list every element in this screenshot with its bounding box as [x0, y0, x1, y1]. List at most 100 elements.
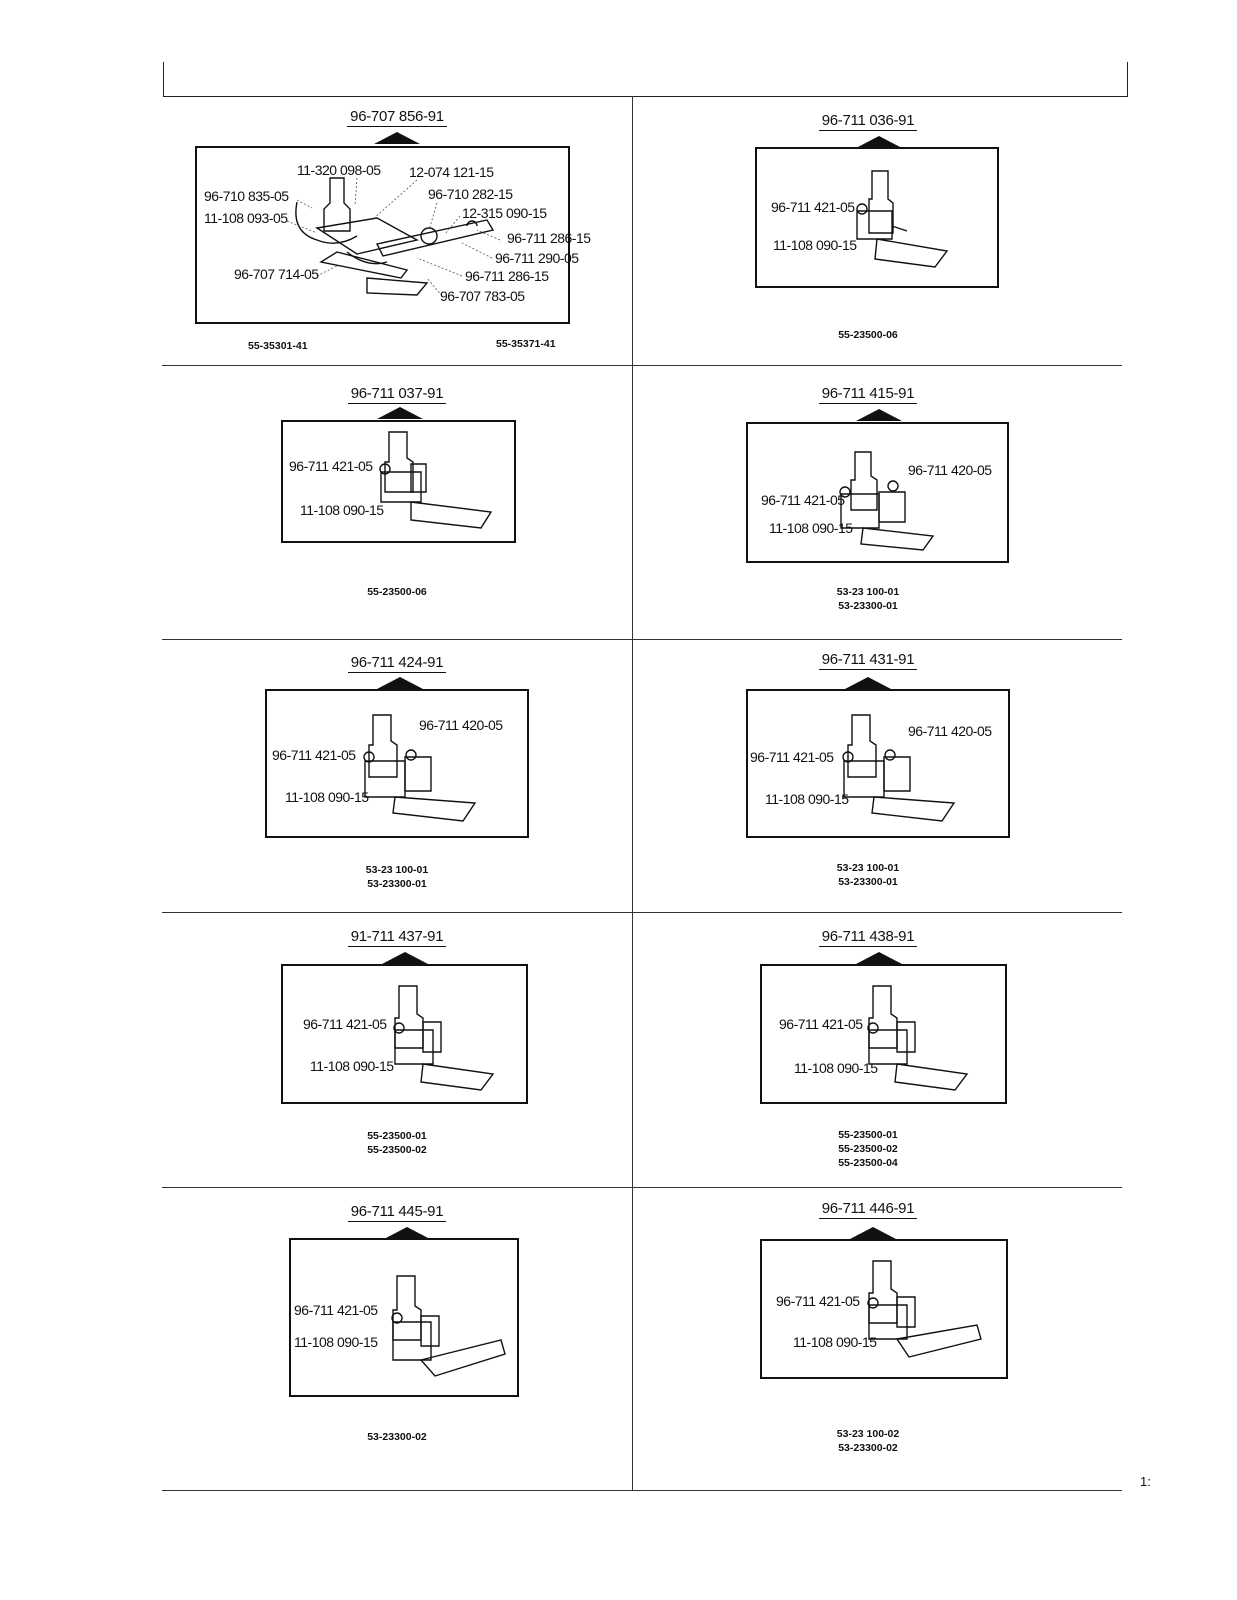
presser-foot-icon [363, 714, 477, 822]
part-label: 96-711 421-05 [294, 1302, 378, 1318]
part-number-title: 96-711 037-91 [162, 385, 632, 404]
part-label: 11-108 090-15 [310, 1058, 394, 1074]
part-label: 96-711 421-05 [761, 492, 845, 508]
row-divider [162, 365, 1122, 366]
part-label: 96-711 286-15 [465, 268, 549, 284]
row-divider [162, 912, 1122, 913]
part-label: 96-711 421-05 [303, 1016, 387, 1032]
machine-codes: 53-23300-02 [367, 1431, 427, 1443]
presser-foot-icon [379, 431, 493, 529]
part-label: 96-710 282-15 [428, 186, 513, 202]
part-label: 11-108 090-15 [793, 1334, 877, 1350]
part-label: 12-074 121-15 [409, 164, 494, 180]
pointer-triangle-icon [382, 952, 428, 964]
part-number-title: 96-711 438-91 [633, 928, 1103, 947]
part-diagram-box: 96-711 420-05 96-711 421-05 11-108 090-1… [746, 422, 1009, 563]
pointer-triangle-icon [850, 1227, 896, 1239]
part-label: 96-711 421-05 [272, 747, 356, 763]
machine-codes: 53-23 100-01 53-23300-01 [836, 862, 900, 888]
part-cell-5: 96-711 424-91 96-711 420-05 96-711 421-0… [162, 639, 632, 912]
part-label: 96-711 421-05 [776, 1293, 860, 1309]
part-diagram-box: 96-711 421-05 11-108 090-15 [760, 964, 1007, 1104]
part-number-title: 96-711 424-91 [162, 654, 632, 673]
part-cell-6: 96-711 431-91 96-711 420-05 96-711 421-0… [633, 639, 1103, 912]
part-diagram-box: 96-711 421-05 11-108 090-15 [755, 147, 999, 288]
part-label: 96-711 286-15 [507, 230, 591, 246]
presser-foot-assembly-icon [286, 177, 501, 297]
part-label: 96-711 421-05 [750, 749, 834, 765]
part-diagram-box: 96-711 420-05 96-711 421-05 11-108 090-1… [265, 689, 529, 838]
part-cell-2: 96-711 036-91 96-711 421-05 11-108 090-1… [633, 96, 1103, 365]
pointer-triangle-icon [856, 136, 902, 148]
part-label: 11-108 090-15 [794, 1060, 878, 1076]
pointer-triangle-icon [856, 952, 902, 964]
machine-codes: 55-23500-01 55-23500-02 [367, 1130, 427, 1156]
part-diagram-box: 96-711 421-05 11-108 090-15 [760, 1239, 1008, 1379]
part-cell-3: 96-711 037-91 96-711 421-05 11-108 090-1… [162, 365, 632, 639]
part-label: 96-711 290-05 [495, 250, 579, 266]
part-label: 11-108 090-15 [285, 789, 369, 805]
part-label: 96-707 714-05 [234, 266, 319, 282]
pointer-triangle-icon [377, 407, 423, 419]
part-label: 96-711 421-05 [289, 458, 373, 474]
part-cell-7: 91-711 437-91 96-711 421-05 11-108 090-1… [162, 912, 632, 1187]
pointer-triangle-icon [374, 132, 420, 144]
row-divider [162, 1187, 1122, 1188]
machine-code: 55-35371-41 [496, 338, 556, 350]
pointer-triangle-icon [384, 1227, 430, 1239]
machine-codes: 53-23 100-01 53-23300-01 [836, 586, 900, 612]
part-label: 96-711 420-05 [419, 717, 503, 733]
part-label: 96-711 421-05 [771, 199, 855, 215]
part-label: 11-108 093-05 [204, 210, 288, 226]
machine-codes: 55-23500-01 55-23500-02 55-23500-04 [838, 1129, 898, 1169]
part-cell-9: 96-711 445-91 96-711 421-05 11-108 090-1… [162, 1187, 632, 1490]
page-header-frame [163, 62, 1128, 97]
pointer-triangle-icon [845, 677, 891, 689]
machine-codes: 53-23 100-02 53-23300-02 [836, 1428, 900, 1454]
page-number: 1: [1140, 1474, 1151, 1489]
part-diagram-box: 11-320 098-05 12-074 121-15 96-710 835-0… [195, 146, 591, 324]
part-label: 96-711 421-05 [779, 1016, 863, 1032]
column-divider [632, 96, 633, 1491]
part-cell-10: 96-711 446-91 96-711 421-05 11-108 090-1… [633, 1187, 1103, 1490]
machine-codes: 53-23 100-01 53-23300-01 [365, 864, 429, 890]
part-number-title: 96-711 445-91 [162, 1203, 632, 1222]
presser-foot-icon [839, 451, 935, 551]
machine-codes: 55-23500-06 [838, 329, 898, 341]
part-label: 12-315 090-15 [462, 205, 547, 221]
part-label: 11-108 090-15 [300, 502, 384, 518]
pointer-triangle-icon [377, 677, 423, 689]
presser-foot-icon [867, 1260, 982, 1358]
part-label: 96-711 420-05 [908, 462, 992, 478]
part-label: 11-108 090-15 [769, 520, 853, 536]
part-label: 96-707 783-05 [440, 288, 525, 304]
part-number-title: 96-711 446-91 [633, 1200, 1103, 1219]
part-cell-1: 96-707 856-91 [162, 96, 632, 365]
part-label: 11-108 090-15 [773, 237, 857, 253]
part-cell-8: 96-711 438-91 96-711 421-05 11-108 090-1… [633, 912, 1103, 1187]
part-number-title: 96-711 415-91 [633, 385, 1103, 404]
presser-foot-icon [391, 1275, 506, 1377]
presser-foot-icon [856, 170, 949, 268]
part-diagram-box: 96-711 421-05 11-108 090-15 [281, 964, 528, 1104]
part-number-title: 96-711 036-91 [633, 112, 1103, 131]
part-number-title: 96-711 431-91 [633, 651, 1103, 670]
part-cell-4: 96-711 415-91 96-711 420-05 96-711 421-0… [633, 365, 1103, 639]
row-divider [162, 1490, 1122, 1491]
part-diagram-box: 96-711 420-05 96-711 421-05 11-108 090-1… [746, 689, 1010, 838]
part-label: 11-108 090-15 [294, 1334, 378, 1350]
machine-code: 55-35301-41 [248, 340, 308, 352]
presser-foot-icon [867, 985, 969, 1091]
row-divider [162, 639, 1122, 640]
part-number-title: 96-707 856-91 [162, 108, 632, 127]
part-diagram-box: 96-711 421-05 11-108 090-15 [281, 420, 516, 543]
part-label: 11-320 098-05 [297, 162, 381, 178]
part-label: 96-711 420-05 [908, 723, 992, 739]
machine-codes: 55-23500-06 [367, 586, 427, 598]
part-label: 96-710 835-05 [204, 188, 289, 204]
part-label: 11-108 090-15 [765, 791, 849, 807]
pointer-triangle-icon [856, 409, 902, 421]
presser-foot-icon [842, 714, 956, 822]
part-number-title: 91-711 437-91 [162, 928, 632, 947]
presser-foot-icon [393, 985, 495, 1091]
